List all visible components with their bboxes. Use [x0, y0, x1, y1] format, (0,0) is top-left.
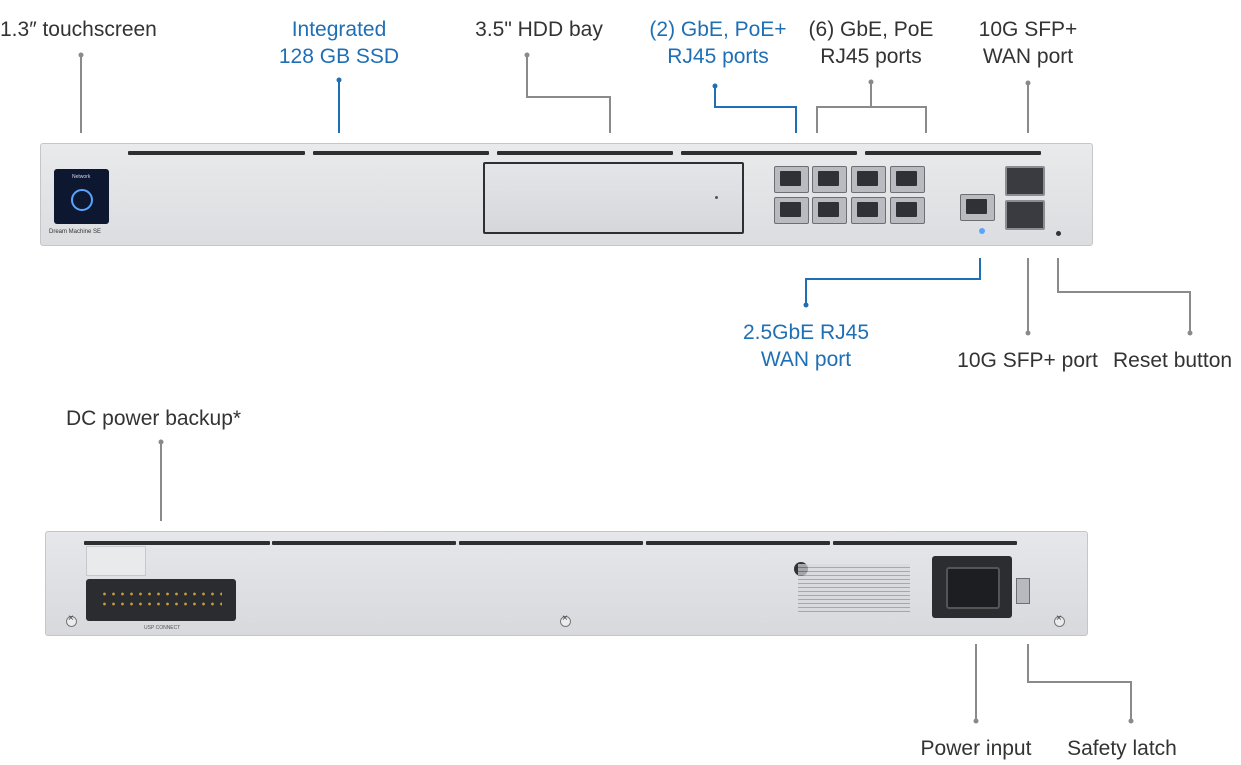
- power-inlet[interactable]: [932, 556, 1012, 618]
- label-reset-button: Reset button: [1113, 349, 1233, 372]
- front-panel: Network Dream Machine SE: [40, 143, 1093, 246]
- screw-icon: [66, 613, 77, 627]
- leader-poe-bracket: [816, 106, 927, 133]
- wan-led-icon: [979, 228, 985, 234]
- screen-text: Network: [72, 174, 91, 180]
- vent: [865, 151, 1041, 155]
- rj45-port[interactable]: [851, 166, 886, 193]
- touchscreen[interactable]: Network: [54, 169, 109, 224]
- rear-panel: USP CONNECT: [45, 531, 1088, 636]
- label-sfp-wan: 10G SFP+ WAN port: [978, 18, 1078, 68]
- hdd-bay[interactable]: [483, 162, 744, 234]
- label-safety-latch: Safety latch: [1067, 737, 1177, 760]
- rj45-port[interactable]: [812, 197, 847, 224]
- screw-icon: [560, 613, 571, 627]
- dc-power-connector[interactable]: [86, 579, 236, 621]
- wan-25gbe-port[interactable]: [960, 194, 995, 221]
- sfp-port[interactable]: [1005, 200, 1045, 230]
- vent: [646, 541, 830, 545]
- label-touchscreen: 1.3″ touchscreen: [0, 18, 157, 41]
- label-poe-ports: (6) GbE, PoE RJ45 ports: [808, 18, 934, 68]
- vent: [84, 541, 270, 545]
- rj45-port[interactable]: [890, 197, 925, 224]
- leader-latch: [1027, 644, 1132, 721]
- rj45-port[interactable]: [774, 197, 809, 224]
- leader-reset: [1057, 258, 1191, 333]
- device-name: Dream Machine SE: [49, 229, 102, 235]
- reset-button[interactable]: [1056, 231, 1061, 236]
- label-dc-power-backup: DC power backup*: [66, 407, 242, 430]
- rj45-port[interactable]: [812, 166, 847, 193]
- rj45-port[interactable]: [774, 166, 809, 193]
- leader-poe-plus: [714, 86, 797, 133]
- leader-wan25: [805, 258, 981, 305]
- vent: [313, 151, 489, 155]
- regulatory-label: [798, 564, 910, 612]
- dc-cover-plate: [86, 546, 146, 576]
- vent: [272, 541, 456, 545]
- leader-hdd: [526, 55, 611, 133]
- label-power-input: Power input: [920, 737, 1032, 760]
- label-poe-plus-ports: (2) GbE, PoE+ RJ45 ports: [649, 18, 787, 68]
- power-socket: [946, 567, 1000, 609]
- label-wan-25gbe: 2.5GbE RJ45 WAN port: [742, 321, 870, 371]
- connector-pins: [100, 589, 222, 611]
- sfp-wan-port[interactable]: [1005, 166, 1045, 196]
- hdd-indicator: [715, 196, 718, 199]
- label-sfp-port: 10G SFP+ port: [957, 349, 1098, 372]
- vent: [681, 151, 857, 155]
- vent: [459, 541, 643, 545]
- network-icon: [71, 189, 93, 211]
- vent: [128, 151, 305, 155]
- screw-icon: [1054, 613, 1065, 627]
- vent: [833, 541, 1017, 545]
- label-hdd-bay: 3.5" HDD bay: [475, 18, 603, 41]
- rj45-port[interactable]: [890, 166, 925, 193]
- vent: [497, 151, 673, 155]
- rj45-port[interactable]: [851, 197, 886, 224]
- dc-connector-label: USP CONNECT: [144, 625, 181, 631]
- safety-latch[interactable]: [1016, 578, 1030, 604]
- label-ssd: Integrated 128 GB SSD: [278, 18, 400, 68]
